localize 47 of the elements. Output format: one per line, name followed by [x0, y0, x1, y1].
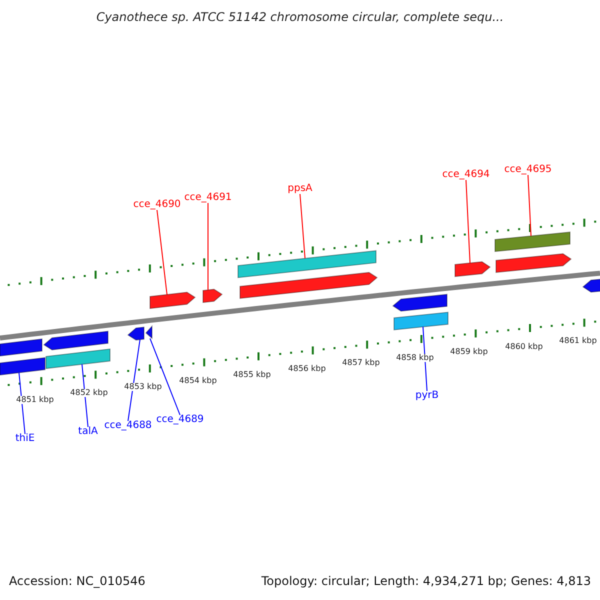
leader-line [150, 338, 180, 416]
gene-feature [494, 232, 570, 252]
gene-label: cce_4694 [442, 170, 490, 180]
gene-feature [394, 312, 448, 330]
scale-label: 4854 kbp [179, 377, 217, 386]
leader-line [422, 326, 428, 392]
gene-feature [496, 253, 572, 273]
scale-label: 4859 kbp [450, 348, 488, 356]
gene-feature [454, 261, 491, 278]
gene-feature [240, 272, 378, 299]
scale-label: 4857 kbp [342, 359, 380, 368]
gene-feature [0, 357, 46, 376]
gene-feature [46, 348, 110, 370]
gene-feature [392, 294, 448, 312]
gene-label: talA [78, 427, 98, 437]
scale-label: 4853 kbp [124, 383, 162, 392]
gene-feature [582, 278, 600, 293]
gene-label: cce_4690 [133, 200, 181, 210]
gene-feature [0, 338, 42, 357]
scale-label: 4861 kbp [559, 337, 597, 346]
scale-label: 4851 kbp [16, 396, 54, 404]
leader-line [128, 339, 140, 422]
gene-label: pyrB [415, 391, 439, 401]
leader-line [528, 174, 532, 236]
gene-label: ppsA [288, 184, 312, 194]
accession-label: Accession: NC_010546 [9, 575, 146, 587]
gene-label: cce_4688 [104, 421, 152, 431]
gene-label: cce_4689 [156, 415, 204, 425]
leader-line [156, 210, 168, 296]
gene-label: cce_4695 [504, 165, 552, 175]
scale-label: 4856 kbp [288, 365, 326, 374]
gene-feature [150, 292, 196, 309]
leader-line [82, 364, 88, 428]
gene-feature [43, 330, 108, 350]
leader-line [300, 194, 306, 259]
sequence-summary: Topology: circular; Length: 4,934,271 bp; Genes: 4,813 [261, 575, 591, 587]
diagram-title: Cyanothece sp. ATCC 51142 chromosome circular, complete sequ... [96, 11, 504, 23]
scale-label: 4860 kbp [505, 342, 543, 351]
gene-label: thiE [15, 434, 35, 444]
gene-feature [202, 288, 223, 304]
scale-label: 4855 kbp [233, 371, 271, 380]
leader-line [466, 180, 470, 264]
leader-line [18, 372, 26, 434]
scale-label: 4852 kbp [70, 389, 108, 398]
scale-label: 4858 kbp [396, 354, 434, 362]
gene-label: cce_4691 [184, 193, 232, 203]
gene-feature [238, 250, 376, 278]
